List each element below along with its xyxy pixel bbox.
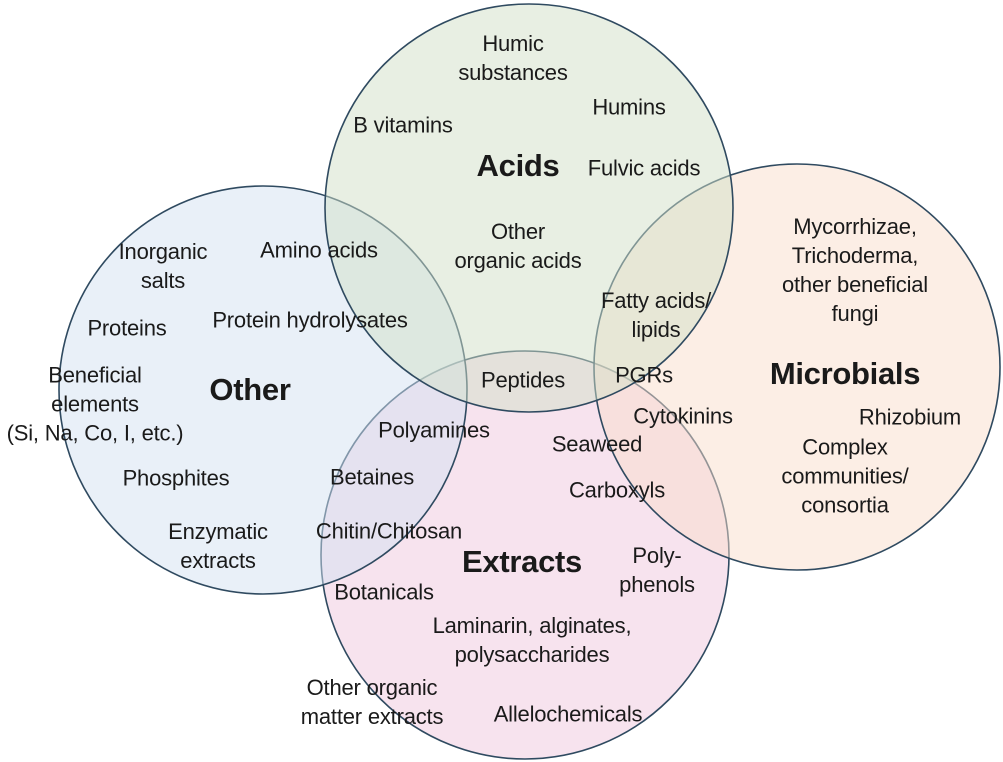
label-mycorrhizae: Mycorrhizae, Trichoderma, other benefici… — [781, 214, 928, 326]
label-other-organic-acids: Other organic acids — [454, 219, 582, 273]
label-complex-communities: Complex communities/ consortia — [781, 434, 909, 518]
label-betaines: Betaines — [329, 464, 415, 490]
label-seaweed: Seaweed — [551, 431, 643, 457]
label-polyphenols: Poly- phenols — [619, 543, 695, 597]
label-beneficial-elements: Beneficial elements (Si, Na, Co, I, etc.… — [6, 362, 184, 446]
label-humins: Humins — [592, 94, 666, 120]
label-fulvic-acids: Fulvic acids — [587, 155, 701, 181]
set-title-extracts: Extracts — [462, 544, 582, 579]
label-laminarin: Laminarin, alginates, polysaccharides — [432, 613, 632, 667]
set-title-microbials: Microbials — [769, 356, 921, 391]
label-inorganic-salts: Inorganic salts — [118, 239, 208, 293]
label-protein-hydrolysates: Protein hydrolysates — [212, 307, 408, 333]
label-humic-substances: Humic substances — [458, 31, 568, 85]
label-allelochemicals: Allelochemicals — [493, 701, 643, 727]
label-cytokinins: Cytokinins — [633, 403, 733, 429]
label-other-organic-matter: Other organic matter extracts — [300, 675, 444, 729]
label-carboxyls: Carboxyls — [568, 477, 666, 503]
set-title-other: Other — [209, 372, 291, 407]
label-peptides: Peptides — [480, 367, 566, 393]
label-amino-acids: Amino acids — [260, 237, 378, 263]
label-rhizobium: Rhizobium — [858, 404, 962, 430]
label-botanicals: Botanicals — [334, 579, 434, 605]
label-b-vitamins: B vitamins — [353, 112, 453, 138]
label-polyamines: Polyamines — [378, 417, 490, 443]
set-title-acids: Acids — [476, 148, 560, 183]
label-fatty-acids-lipids: Fatty acids/ lipids — [600, 288, 712, 342]
circle-acids — [324, 3, 734, 413]
label-phosphites: Phosphites — [122, 465, 230, 491]
label-pgrs: PGRs — [615, 362, 673, 388]
label-chitin-chitosan: Chitin/Chitosan — [315, 518, 463, 544]
label-enzymatic-extracts: Enzymatic extracts — [168, 519, 268, 573]
label-proteins: Proteins — [87, 315, 167, 341]
